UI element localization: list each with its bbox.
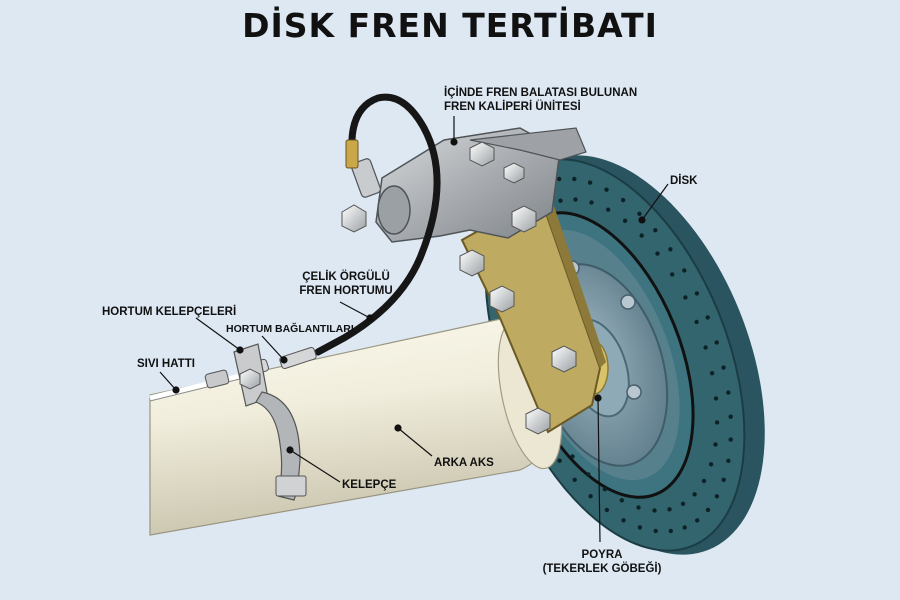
disc-drill-hole: [667, 507, 671, 511]
disc-drill-hole: [715, 420, 719, 424]
bracket-bolt: [552, 346, 576, 372]
label-hub-line2: (TEKERLEK GÖBEĞİ): [532, 562, 672, 576]
label-hose-clamps: HORTUM KELEPÇELERİ: [102, 305, 236, 319]
hub-stud: [621, 295, 635, 309]
disc-drill-hole: [692, 492, 696, 496]
disc-drill-hole: [726, 459, 730, 463]
disc-drill-hole: [570, 454, 574, 458]
disc-drill-hole: [729, 415, 733, 419]
disc-drill-hole: [557, 459, 561, 463]
disc-drill-hole: [713, 442, 717, 446]
leader-caliper-dot: [451, 139, 457, 145]
disc-drill-hole: [605, 508, 609, 512]
disc-drill-hole: [603, 487, 607, 491]
page-title: DİSK FREN TERTİBATI: [0, 6, 900, 45]
label-hose-line1: ÇELİK ÖRGÜLÜ: [286, 270, 406, 284]
leader-disc-dot: [639, 217, 645, 223]
disc-drill-hole: [572, 177, 576, 181]
disc-drill-hole: [621, 518, 625, 522]
rear-axle: [150, 314, 573, 535]
disc-drill-hole: [573, 478, 577, 482]
disc-drill-hole: [714, 396, 718, 400]
leader-axle-dot: [395, 425, 401, 431]
leader-hose-connections-dot: [281, 357, 287, 363]
leader-clamp-dot: [287, 447, 293, 453]
hose-clamp-nut: [240, 369, 260, 389]
label-hose-connections: HORTUM BAĞLANTILARI: [226, 322, 354, 336]
label-caliper-line2: FREN KALİPERİ ÜNİTESİ: [444, 100, 637, 114]
leader-hub-dot: [595, 395, 601, 401]
leader-hose-clamps-dot: [237, 347, 243, 353]
bracket-bolt: [460, 250, 484, 276]
disc-drill-hole: [640, 233, 644, 237]
label-fluid-line: SIVI HATTI: [137, 357, 195, 371]
hose-end-fitting: [346, 140, 358, 168]
disc-drill-hole: [558, 199, 562, 203]
disc-drill-hole: [682, 268, 686, 272]
caliper-piston: [378, 186, 410, 234]
disc-drill-hole: [637, 212, 641, 216]
disc-drill-hole: [668, 247, 672, 251]
disc-drill-hole: [606, 208, 610, 212]
bracket-bolt: [490, 286, 514, 312]
disc-drill-hole: [586, 472, 590, 476]
disc-drill-hole: [636, 505, 640, 509]
disc-drill-hole: [588, 494, 592, 498]
label-rear-axle: ARKA AKS: [434, 456, 494, 470]
disc-drill-hole: [683, 295, 687, 299]
disc-drill-hole: [709, 462, 713, 466]
disc-drill-hole: [557, 177, 561, 181]
disc-drill-hole: [706, 508, 710, 512]
bracket-bolt: [526, 408, 550, 434]
disc-drill-hole: [702, 479, 706, 483]
disc-drill-hole: [715, 340, 719, 344]
disc-drill-hole: [623, 219, 627, 223]
caliper-bolt: [504, 163, 524, 183]
disc-drill-hole: [589, 200, 593, 204]
label-hub: POYRA (TEKERLEK GÖBEĞİ): [532, 548, 672, 576]
disc-drill-hole: [652, 508, 656, 512]
disc-drill-hole: [669, 529, 673, 533]
disc-drill-hole: [695, 518, 699, 522]
disc-drill-hole: [703, 345, 707, 349]
disc-drill-hole: [683, 525, 687, 529]
disc-drill-hole: [706, 315, 710, 319]
disc-drill-hole: [695, 291, 699, 295]
label-caliper: İÇİNDE FREN BALATASI BULUNAN FREN KALİPE…: [444, 86, 637, 114]
hub-stud: [627, 385, 641, 399]
disc-drill-hole: [722, 478, 726, 482]
disc-drill-hole: [620, 498, 624, 502]
disc-drill-hole: [654, 529, 658, 533]
leader-fluid-line-dot: [173, 387, 179, 393]
bracket-bolt: [512, 206, 536, 232]
label-hub-line1: POYRA: [532, 548, 672, 562]
disc-drill-hole: [710, 371, 714, 375]
disc-drill-hole: [573, 197, 577, 201]
label-hose: ÇELİK ÖRGÜLÜ FREN HORTUMU: [286, 270, 406, 298]
disc-drill-hole: [729, 437, 733, 441]
disc-drill-hole: [621, 198, 625, 202]
leader-hose: [340, 302, 370, 318]
disc-drill-hole: [655, 251, 659, 255]
disc-drill-hole: [604, 188, 608, 192]
disc-drill-hole: [653, 228, 657, 232]
disc-drill-hole: [721, 365, 725, 369]
label-disc: DİSK: [670, 174, 697, 188]
disc-drill-hole: [694, 320, 698, 324]
disc-drill-hole: [588, 180, 592, 184]
bleed-screw: [342, 205, 366, 232]
axle-clamp-block: [276, 476, 306, 496]
label-clamp: KELEPÇE: [342, 478, 396, 492]
disc-drill-hole: [726, 390, 730, 394]
disc-drill-hole: [638, 525, 642, 529]
leader-hose-connections: [262, 336, 284, 360]
disc-drill-hole: [681, 502, 685, 506]
leader-fluid-line: [160, 372, 176, 390]
disc-drill-hole: [670, 272, 674, 276]
disc-drill-hole: [715, 494, 719, 498]
label-hose-line2: FREN HORTUMU: [286, 284, 406, 298]
label-caliper-line1: İÇİNDE FREN BALATASI BULUNAN: [444, 86, 637, 100]
leader-hose-dot: [367, 315, 373, 321]
